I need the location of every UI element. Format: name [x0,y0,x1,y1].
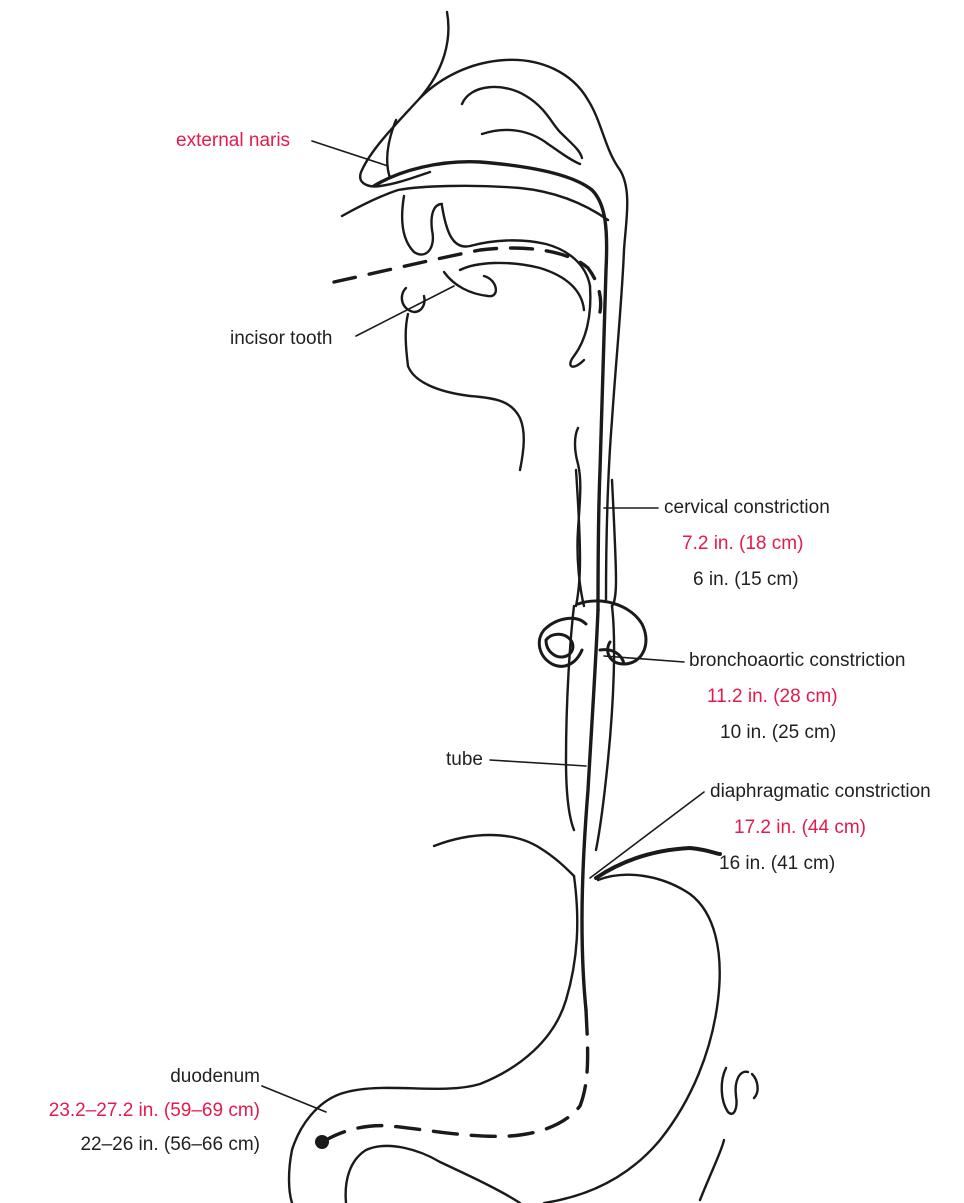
aortic-arch [539,601,646,666]
leader-duodenum [262,1086,326,1112]
value-bronchoaortic-accent: 11.2 in. (28 cm) [707,686,838,708]
leader-tube [490,760,586,766]
stomach-outline [289,835,758,1203]
tube-path-nasal [374,162,607,610]
value-duodenum-accent: 23.2–27.2 in. (59–69 cm) [49,1100,260,1122]
value-cervical-accent: 7.2 in. (18 cm) [682,533,803,555]
leader-diaphragmatic [590,792,704,878]
tube-path-stomach [326,1010,588,1140]
value-diaphragmatic-accent: 17.2 in. (44 cm) [734,817,866,839]
tube-path-esophagus [582,610,598,1010]
value-diaphragmatic-plain: 16 in. (41 cm) [719,853,835,875]
value-bronchoaortic-plain: 10 in. (25 cm) [720,722,836,744]
value-cervical-plain: 6 in. (15 cm) [693,569,799,591]
tube-tip [315,1135,329,1149]
tube-path-oral [334,248,601,312]
leader-lines [262,141,704,1112]
label-bronchoaortic-constriction: bronchoaortic constriction [689,650,906,672]
leader-external-naris [312,141,388,166]
label-external-naris: external naris [176,130,290,152]
label-incisor-tooth: incisor tooth [230,328,332,350]
value-duodenum-plain: 22–26 in. (56–66 cm) [80,1134,260,1156]
label-tube: tube [446,749,483,771]
label-duodenum: duodenum [170,1066,260,1088]
head-outline [342,12,627,606]
label-diaphragmatic-constriction: diaphragmatic constriction [710,781,931,803]
label-cervical-constriction: cervical constriction [664,497,830,519]
